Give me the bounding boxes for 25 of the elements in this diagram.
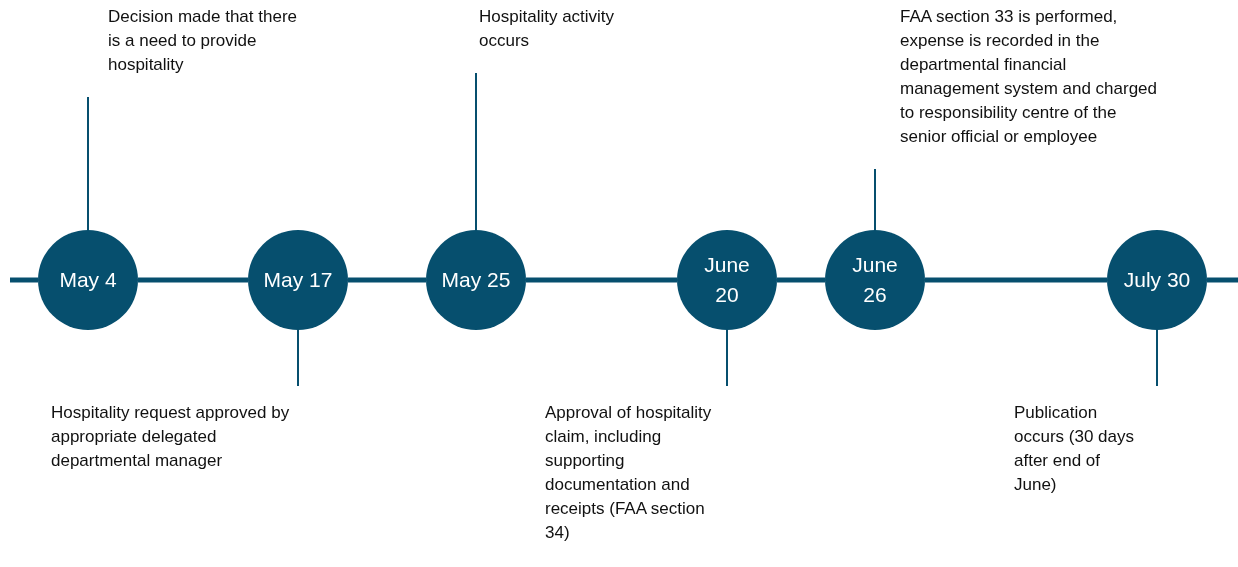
timeline-line <box>925 277 1107 283</box>
milestone-text: Decision made that there is a need to provide hospitality <box>108 5 308 77</box>
timeline-line <box>777 277 825 283</box>
date-label: June 26 <box>851 252 899 308</box>
milestone-text: Hospitality request approved by appropriate delegated departmental manager <box>51 401 291 473</box>
milestone-text: Hospitality activity occurs <box>479 5 629 53</box>
timeline-line <box>138 277 248 283</box>
milestone-text: Publication occurs (30 days after end of June) <box>1014 401 1144 497</box>
leader-line <box>726 329 728 387</box>
date-label: May 17 <box>263 267 333 293</box>
leader-line <box>874 168 876 231</box>
timeline-line <box>10 277 38 283</box>
timeline-line <box>1207 277 1238 283</box>
date-label: May 25 <box>441 267 511 293</box>
date-label: May 4 <box>58 267 118 293</box>
milestone-text: FAA section 33 is performed, expense is recorded in the departmental financial management system and charged to responsibility centre of the senior official or employee <box>900 5 1162 149</box>
leader-line <box>297 329 299 387</box>
milestone-text: Approval of hospitality claim, including supporting documentation and receipts (FAA section 34) <box>545 401 713 545</box>
leader-line <box>475 72 477 231</box>
timeline-line <box>348 277 426 283</box>
leader-line <box>1156 329 1158 387</box>
date-label: June 20 <box>703 252 751 308</box>
date-label: July 30 <box>1122 267 1192 293</box>
timeline-line <box>526 277 677 283</box>
leader-line <box>87 96 89 231</box>
